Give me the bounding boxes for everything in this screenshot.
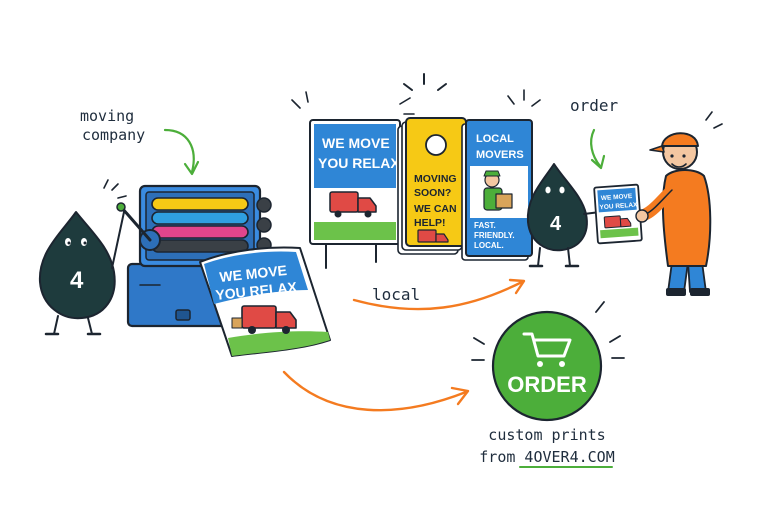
mascot-left: 4 bbox=[38, 179, 127, 336]
flyer-footer-line-3: LOCAL. bbox=[474, 241, 504, 250]
flow-arrow bbox=[282, 370, 470, 412]
mini-flyer-line-1: WE MOVE bbox=[601, 193, 633, 202]
mover-figure-icon bbox=[483, 170, 513, 211]
yard-sign-line-2: YOU RELAX bbox=[318, 155, 400, 171]
custom-prints-line-1: custom prints bbox=[488, 426, 605, 444]
customer-person bbox=[635, 111, 723, 296]
door-hanger-line-2: SOON? bbox=[414, 187, 451, 199]
yard-sign-line-1: WE MOVE bbox=[322, 135, 390, 151]
mascot-left-number: 4 bbox=[70, 267, 84, 294]
moving-company-line-1: moving bbox=[80, 107, 134, 125]
shopping-cart-icon bbox=[522, 332, 572, 367]
mascot-right-number: 4 bbox=[550, 213, 562, 235]
yard-sign: WE MOVE YOU RELAX bbox=[291, 91, 415, 269]
order-button-label: ORDER bbox=[507, 372, 587, 397]
curved-arrow-down-icon bbox=[163, 128, 195, 174]
banner-headline-line-1: WE MOVE bbox=[219, 262, 288, 285]
truck-icon bbox=[329, 191, 377, 218]
moving-company-line-2: company bbox=[82, 126, 145, 144]
door-hanger: MOVING SOON? WE CAN HELP! bbox=[397, 73, 467, 255]
local-label: local bbox=[352, 278, 526, 311]
door-hanger-line-3: WE CAN bbox=[414, 203, 457, 215]
curved-arrow-down-icon bbox=[590, 128, 602, 168]
flyer-title-line-1: LOCAL bbox=[476, 133, 514, 145]
truck-icon bbox=[603, 215, 632, 229]
mini-flyer-line-2: YOU RELAX bbox=[599, 202, 638, 212]
door-hanger-line-1: MOVING bbox=[414, 173, 457, 185]
door-hanger-line-4: HELP! bbox=[414, 217, 446, 229]
local-movers-flyer: LOCAL MOVERS FAST. FRIENDLY. LOCAL. bbox=[461, 89, 541, 261]
order-label-text: order bbox=[570, 96, 619, 115]
custom-prints-line-2: from 4OVER4.COM bbox=[479, 448, 614, 466]
moving-company-label: moving company bbox=[80, 107, 200, 176]
flyer-footer-line-1: FAST. bbox=[474, 221, 496, 230]
custom-prints-caption: custom prints from 4OVER4.COM bbox=[479, 426, 615, 468]
local-label-text: local bbox=[372, 285, 420, 304]
truck-icon bbox=[231, 305, 297, 334]
flyer-title-line-2: MOVERS bbox=[476, 149, 524, 161]
mini-flyer: WE MOVE YOU RELAX bbox=[593, 183, 643, 245]
order-label: order bbox=[570, 96, 619, 170]
truck-icon bbox=[417, 229, 449, 243]
flyer-footer-line-2: FRIENDLY. bbox=[474, 231, 515, 240]
printed-banner: WE MOVE YOU RELAX bbox=[199, 246, 331, 357]
order-button[interactable]: ORDER bbox=[471, 301, 625, 422]
printing-press bbox=[116, 184, 272, 328]
mascot-right: 4 bbox=[526, 163, 601, 268]
